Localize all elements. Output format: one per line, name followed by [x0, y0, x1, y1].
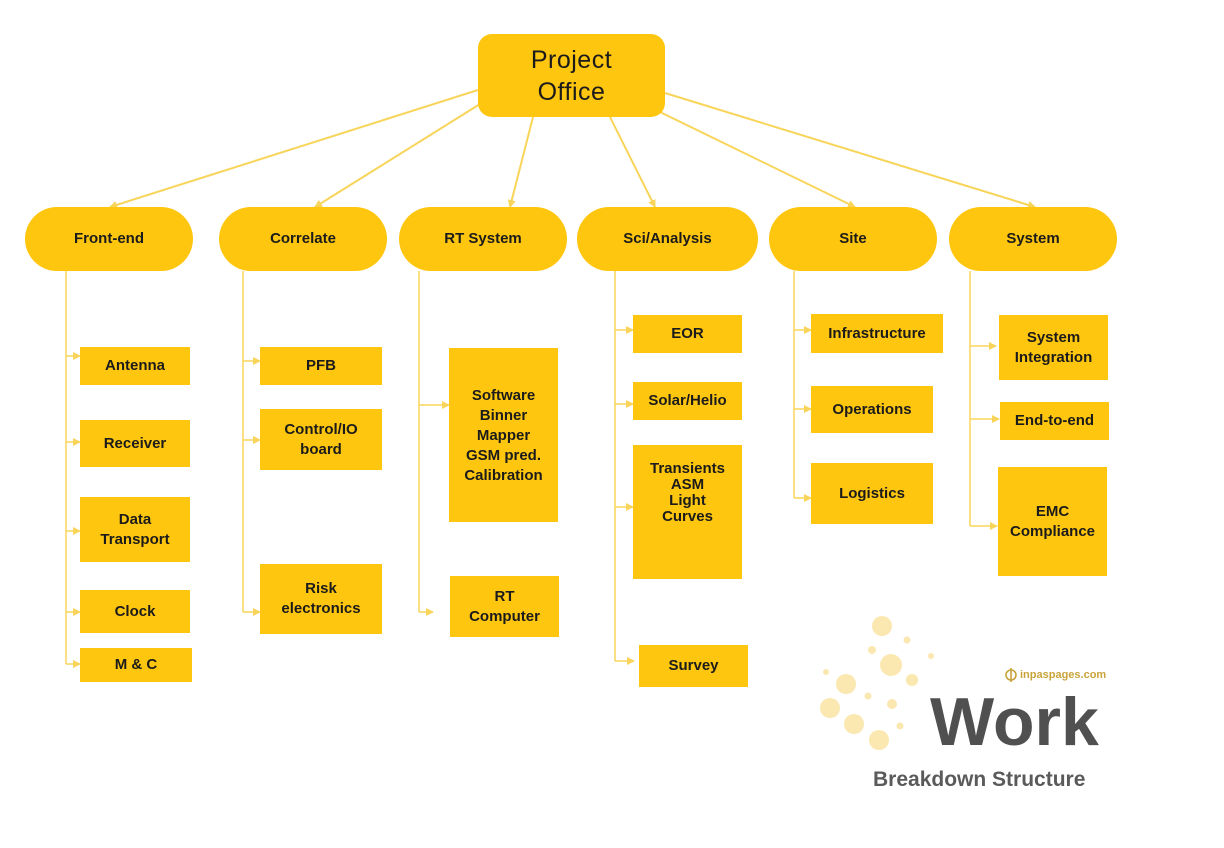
category-site: Site	[769, 207, 937, 271]
root-connector	[664, 92, 1036, 209]
leaf-eor: EOR	[633, 315, 742, 353]
brand-site-text: inpaspages.com	[1020, 669, 1107, 681]
brand-watermark: inpaspages.com	[1004, 668, 1106, 682]
leaf-solar-helio: Solar/Helio	[633, 382, 742, 420]
leaf-operations: Operations	[811, 386, 933, 433]
leaf-risk-electronics: Risk electronics	[260, 564, 382, 634]
leaf-data-transport: Data Transport	[80, 497, 190, 562]
leaf-m-and-c: M & C	[80, 648, 192, 682]
category-system: System	[949, 207, 1117, 271]
project-office-node: Project Office	[478, 34, 665, 117]
leaf-rt-computer: RT Computer	[450, 576, 559, 637]
leaf-end-to-end: End-to-end	[1000, 402, 1109, 440]
leaf-clock: Clock	[80, 590, 190, 633]
leaf-control-io-board: Control/IO board	[260, 409, 382, 470]
leaf-transients: Transients ASM Light Curves	[633, 445, 742, 579]
title-subtitle: Breakdown Structure	[873, 768, 1086, 791]
leaf-logistics: Logistics	[811, 463, 933, 524]
category-sci-analysis: Sci/Analysis	[577, 207, 758, 271]
decorative-dots	[820, 616, 934, 750]
category-front-end: Front-end	[25, 207, 193, 271]
root-connector	[314, 103, 481, 208]
category-correlate: Correlate	[219, 207, 387, 271]
root-connector	[659, 111, 856, 208]
leaf-receiver: Receiver	[80, 420, 190, 467]
leaf-infrastructure: Infrastructure	[811, 314, 943, 353]
category-rt-system: RT System	[399, 207, 567, 271]
leaf-antenna: Antenna	[80, 347, 190, 385]
root-connector	[609, 116, 656, 208]
root-connector	[109, 89, 479, 209]
leaf-software-stack: Software Binner Mapper GSM pred. Calibra…	[449, 348, 558, 522]
root-connector	[507, 116, 534, 208]
title-work: Work	[930, 684, 1099, 760]
leaf-pfb: PFB	[260, 347, 382, 385]
leaf-survey: Survey	[639, 645, 748, 687]
brand-logo-icon	[1005, 668, 1017, 682]
leaf-emc-compliance: EMC Compliance	[998, 467, 1107, 576]
leaf-system-integration: System Integration	[999, 315, 1108, 380]
